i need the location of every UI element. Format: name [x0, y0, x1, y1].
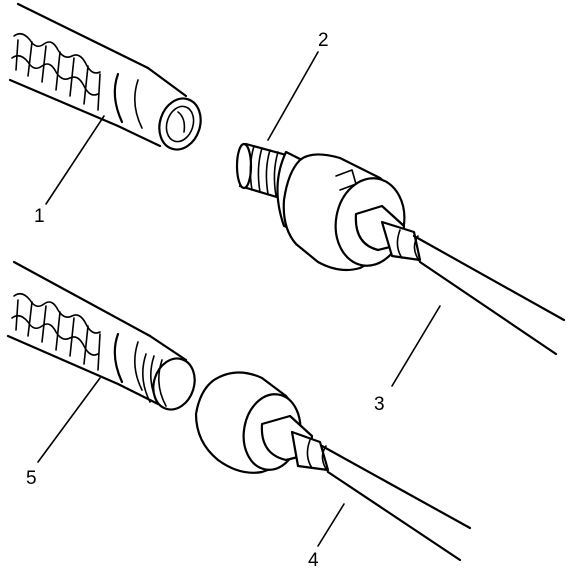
callout-label-3: 3 — [374, 394, 385, 415]
leader-line-4 — [317, 503, 345, 547]
leader-lines — [37, 51, 441, 547]
lower-ball-housing — [194, 371, 330, 474]
callout-label-1: 1 — [34, 206, 45, 227]
upper-threaded-stud-part-2 — [235, 142, 292, 200]
leader-line-2 — [267, 51, 319, 141]
upper-boot-part-1 — [8, 2, 202, 151]
leader-line-3 — [391, 305, 441, 387]
lower-tie-rod-part-4 — [320, 444, 472, 562]
upper-tie-rod-part-3 — [412, 234, 566, 356]
callout-label-4: 4 — [308, 550, 319, 571]
leader-line-5 — [37, 377, 101, 463]
upper-ball-housing — [276, 150, 422, 272]
leader-line-1 — [45, 115, 105, 205]
callout-label-2: 2 — [318, 30, 329, 51]
lower-boot-part-5 — [6, 260, 196, 411]
callout-label-5: 5 — [26, 468, 37, 489]
